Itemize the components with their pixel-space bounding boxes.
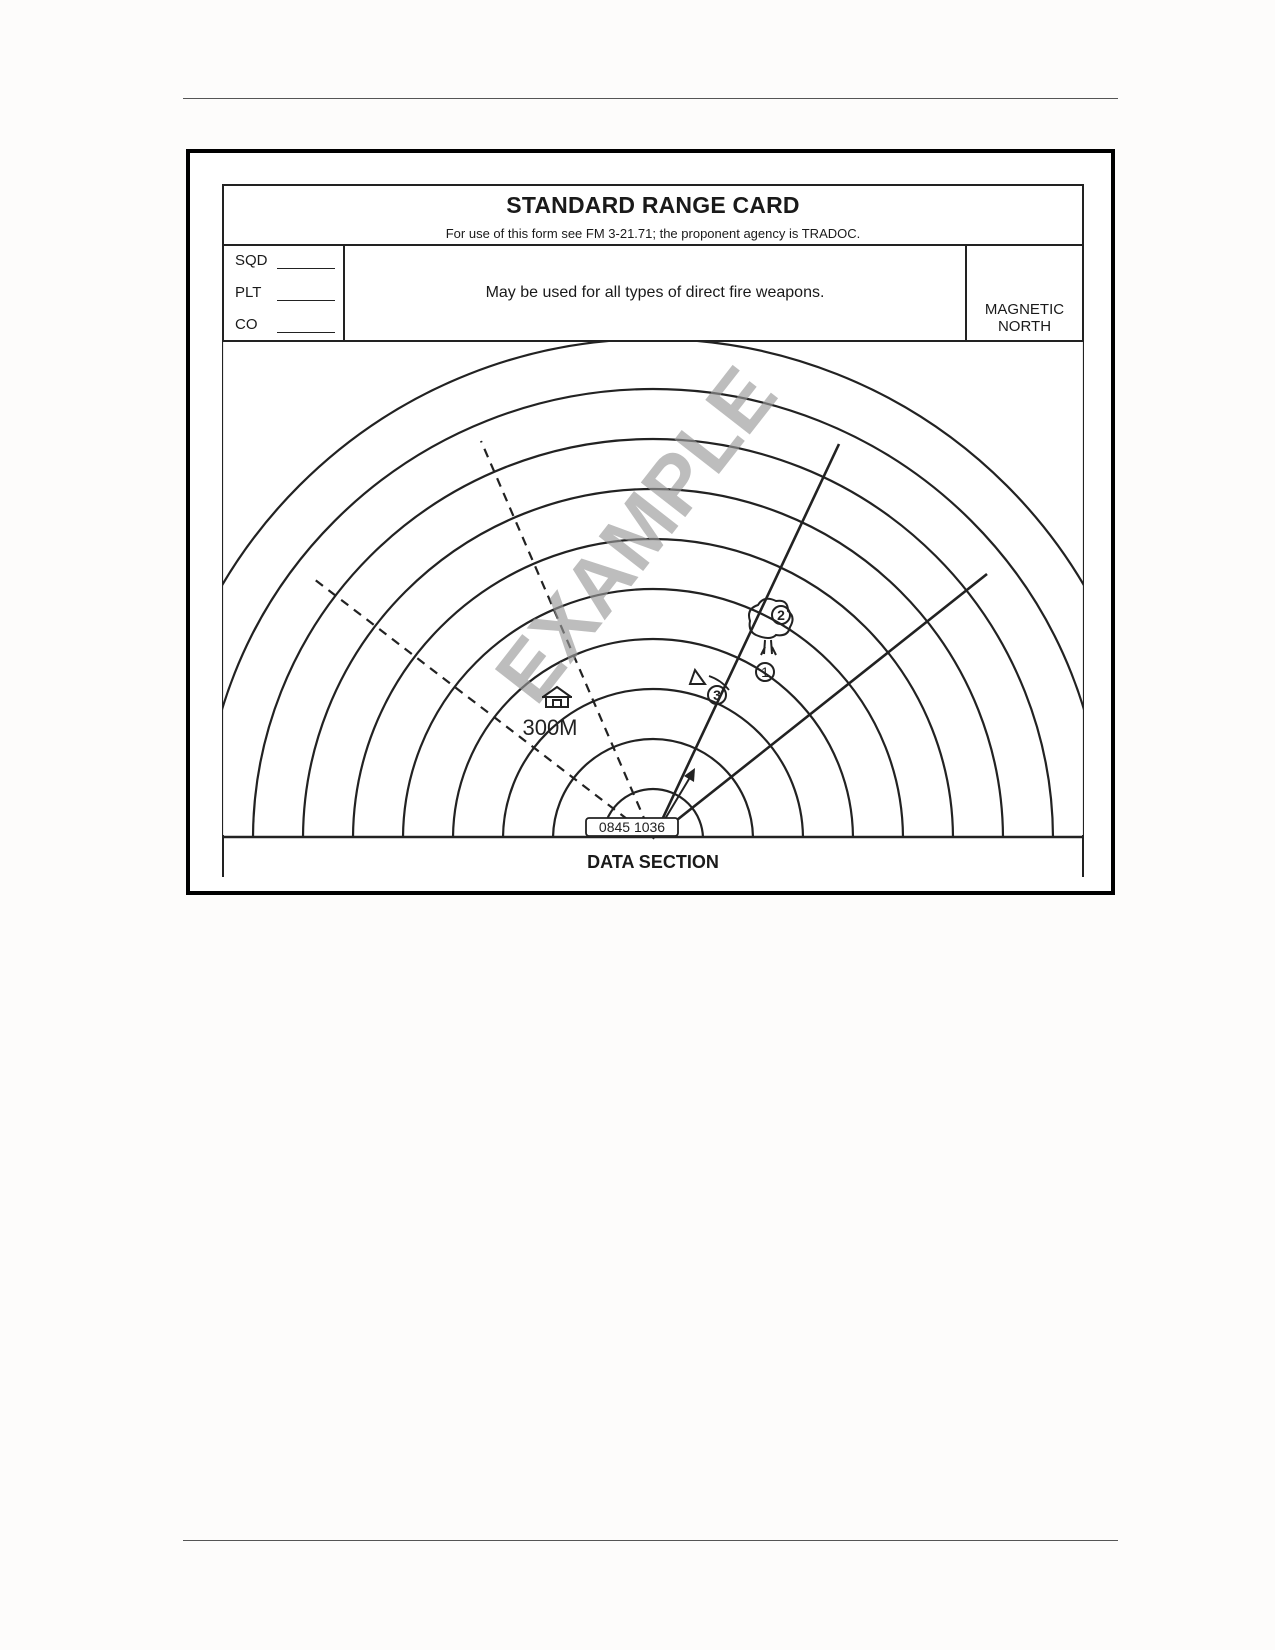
sqd-label: SQD: [235, 252, 268, 269]
sqd-field: SQD: [235, 252, 340, 269]
range-arc-2: [551, 737, 755, 837]
dead-space-line-1: [479, 440, 654, 837]
form-title: STANDARD RANGE CARD: [506, 192, 800, 218]
plt-label: PLT: [235, 284, 262, 301]
data-section-right-border: [1082, 835, 1084, 877]
sector-limit-left: [652, 443, 841, 837]
target-marker-3-label: 3: [713, 687, 721, 703]
grid-coordinate-box: [585, 817, 679, 837]
range-arc-7: [302, 488, 1004, 837]
figure-frame: [186, 149, 1115, 895]
range-arc-3: [501, 687, 805, 837]
building-icon: [542, 685, 572, 708]
co-field: CO: [235, 316, 340, 333]
unit-fields: SQD PLT CO: [224, 246, 345, 340]
title-box: STANDARD RANGE CARD For use of this form…: [222, 184, 1084, 246]
example-watermark: EXAMPLE: [478, 351, 794, 719]
range-arc-6: [351, 537, 955, 837]
target-marker-1-label: 1: [761, 664, 769, 680]
sector-limit-right: [653, 572, 988, 837]
range-arc-1: [601, 787, 705, 837]
north-label: NORTH: [997, 318, 1052, 335]
trp-pointer-line: [708, 675, 730, 691]
plt-field: PLT: [235, 284, 340, 301]
range-arc-10: [222, 342, 1084, 588]
target-marker-2-label: 2: [777, 607, 785, 623]
range-arc-5: [401, 587, 905, 837]
target-marker-1: [755, 662, 775, 682]
data-section-left-border: [222, 835, 224, 877]
range-label-300m: 300M: [522, 715, 577, 740]
page-top-rule: [183, 98, 1118, 99]
range-arc-4: [451, 637, 855, 837]
arrow-head-icon: [684, 768, 695, 782]
magnetic-north-box: MAGNETIC NORTH: [965, 246, 1082, 340]
form-subtitle: For use of this form see FM 3-21.71; the…: [445, 226, 861, 241]
trp-triangle-icon: [688, 667, 707, 685]
usage-note: May be used for all types of direct fire…: [485, 284, 825, 301]
tree-icon: [748, 597, 794, 656]
header-row: SQD PLT CO May be used for all types of …: [222, 244, 1084, 342]
sqd-blank: [277, 268, 335, 269]
range-sketch: EXAMPLE 2 1 3 300M 0845 1036: [222, 342, 1084, 840]
range-arc-8: [252, 438, 1054, 837]
standard-range-card: STANDARD RANGE CARD For use of this form…: [222, 184, 1084, 877]
co-blank: [277, 332, 335, 333]
grid-coordinate: 0845 1036: [599, 819, 665, 835]
co-label: CO: [235, 316, 258, 333]
target-marker-2: [771, 605, 791, 625]
dead-space-line-2: [313, 578, 653, 837]
target-marker-3: [707, 685, 727, 705]
magnetic-label: MAGNETIC: [984, 301, 1065, 318]
data-section-label: DATA SECTION: [587, 852, 719, 872]
plt-blank: [277, 300, 335, 301]
page-bottom-rule: [183, 1540, 1118, 1541]
range-arc-9: [222, 388, 1084, 714]
